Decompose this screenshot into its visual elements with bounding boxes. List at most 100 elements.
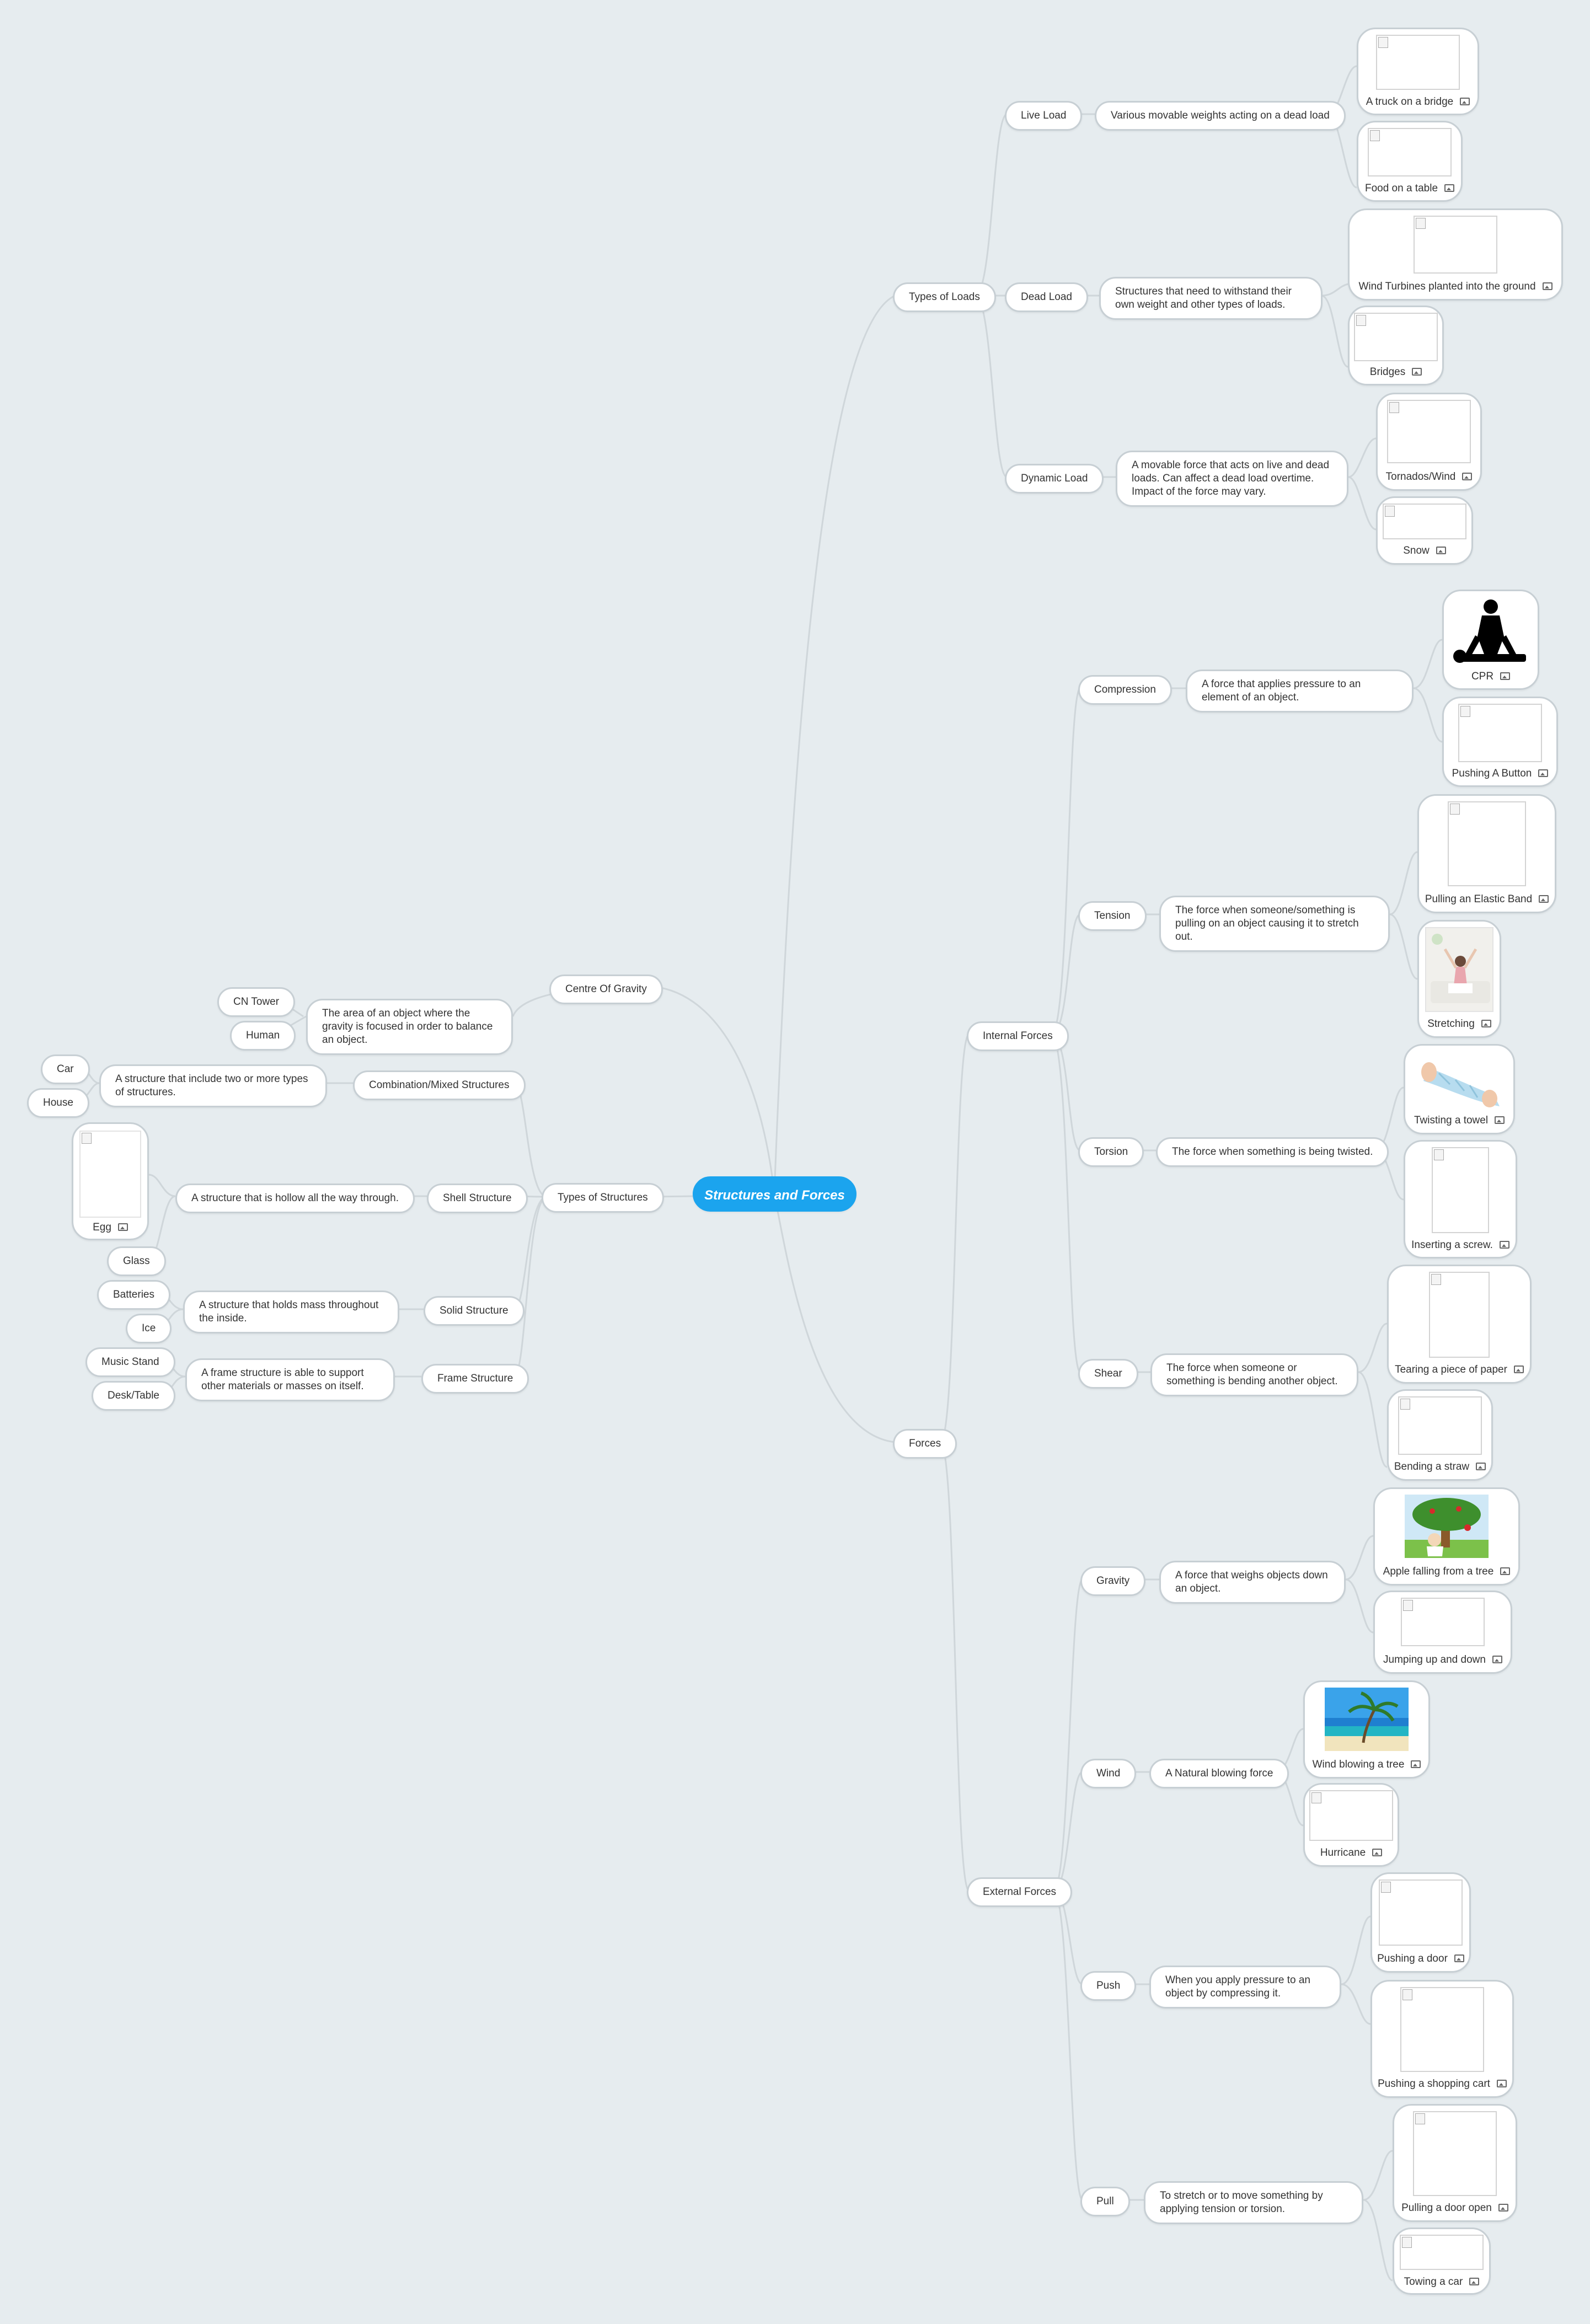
food-image	[1368, 128, 1452, 176]
image-card-jumping[interactable]: Jumping up and down	[1373, 1591, 1512, 1674]
image-card-hurricane[interactable]: Hurricane	[1303, 1783, 1399, 1867]
push[interactable]: Push	[1080, 1971, 1137, 2001]
caption: Wind blowing a tree	[1312, 1759, 1405, 1770]
image-card-shopping-cart[interactable]: Pushing a shopping cart	[1370, 1980, 1514, 2098]
stretching-image	[1425, 927, 1493, 1012]
caption: A truck on a bridge	[1366, 96, 1454, 108]
screw-image	[1432, 1147, 1489, 1233]
image-card-tornados[interactable]: Tornados/Wind	[1376, 393, 1482, 491]
combination-structure-description[interactable]: A structure that include two or more typ…	[99, 1064, 327, 1107]
image-icon	[1476, 1462, 1486, 1470]
image-icon	[1411, 1760, 1421, 1768]
image-icon	[1444, 184, 1455, 192]
image-icon	[1496, 2079, 1507, 2087]
example-glass[interactable]: Glass	[107, 1246, 166, 1276]
caption: Towing a car	[1404, 2276, 1463, 2288]
shear-description[interactable]: The force when someone or something is b…	[1150, 1353, 1358, 1396]
example-ice[interactable]: Ice	[126, 1314, 172, 1343]
image-card-apple-tree[interactable]: Apple falling from a tree	[1373, 1487, 1520, 1586]
image-card-truck-on-bridge[interactable]: A truck on a bridge	[1357, 28, 1479, 115]
image-card-egg[interactable]: Egg	[72, 1122, 149, 1240]
example-batteries[interactable]: Batteries	[97, 1280, 170, 1310]
caption: Tearing a piece of paper	[1395, 1364, 1507, 1375]
live-load-description[interactable]: Various movable weights acting on a dead…	[1095, 101, 1346, 131]
tension-description[interactable]: The force when someone/something is pull…	[1159, 896, 1390, 952]
caption: Apple falling from a tree	[1383, 1566, 1494, 1577]
towel-image	[1417, 1051, 1502, 1111]
compression-description[interactable]: A force that applies pressure to an elem…	[1186, 670, 1414, 713]
elastic-band-image	[1448, 801, 1526, 886]
apple-tree-image	[1405, 1495, 1489, 1558]
shear[interactable]: Shear	[1078, 1359, 1138, 1389]
solid-structure[interactable]: Solid Structure	[424, 1296, 524, 1326]
example-cn-tower[interactable]: CN Tower	[217, 987, 296, 1017]
topic-forces[interactable]: Forces	[893, 1429, 957, 1459]
caption: Bending a straw	[1394, 1461, 1470, 1472]
tension[interactable]: Tension	[1078, 901, 1147, 931]
stretching-photo	[1426, 928, 1492, 1011]
hurricane-image	[1309, 1790, 1393, 1841]
dead-load[interactable]: Dead Load	[1005, 282, 1088, 312]
image-card-inserting-screw[interactable]: Inserting a screw.	[1404, 1140, 1517, 1259]
wind-turbines-image	[1414, 216, 1497, 274]
example-car[interactable]: Car	[41, 1054, 90, 1084]
image-icon	[1538, 769, 1549, 777]
image-icon	[1513, 1365, 1524, 1373]
gravity[interactable]: Gravity	[1080, 1566, 1146, 1596]
example-human[interactable]: Human	[230, 1021, 296, 1051]
example-desk-table[interactable]: Desk/Table	[92, 1381, 175, 1411]
image-card-pushing-button[interactable]: Pushing A Button	[1442, 697, 1558, 787]
internal-forces[interactable]: Internal Forces	[967, 1021, 1069, 1051]
caption: Stretching	[1427, 1018, 1475, 1030]
torsion-description[interactable]: The force when something is being twiste…	[1156, 1137, 1389, 1167]
solid-structure-description[interactable]: A structure that holds mass throughout t…	[183, 1290, 399, 1334]
example-house[interactable]: House	[27, 1088, 89, 1118]
dead-load-description[interactable]: Structures that need to withstand their …	[1099, 277, 1323, 320]
image-card-pushing-door[interactable]: Pushing a door	[1370, 1872, 1471, 1973]
image-card-cpr[interactable]: CPR	[1442, 590, 1539, 690]
pull-description[interactable]: To stretch or to move something by apply…	[1144, 2181, 1363, 2224]
topic-types-of-structures[interactable]: Types of Structures	[542, 1183, 664, 1213]
image-card-twisting-towel[interactable]: Twisting a towel	[1404, 1044, 1515, 1134]
example-music-stand[interactable]: Music Stand	[85, 1347, 175, 1377]
image-card-elastic-band[interactable]: Pulling an Elastic Band	[1417, 794, 1556, 913]
external-forces[interactable]: External Forces	[967, 1877, 1073, 1907]
image-card-wind-tree[interactable]: Wind blowing a tree	[1303, 1680, 1430, 1779]
dynamic-load-description[interactable]: A movable force that acts on live and de…	[1116, 451, 1348, 507]
gravity-description[interactable]: A force that weighs objects down an obje…	[1159, 1561, 1346, 1604]
compression[interactable]: Compression	[1078, 675, 1172, 705]
tornado-image	[1387, 400, 1471, 463]
dynamic-load[interactable]: Dynamic Load	[1005, 464, 1104, 494]
straw-image	[1398, 1396, 1482, 1455]
push-description[interactable]: When you apply pressure to an object by …	[1149, 1966, 1341, 2009]
image-icon	[1372, 1848, 1383, 1856]
image-card-towing-car[interactable]: Towing a car	[1393, 2227, 1491, 2295]
caption: Pulling a door open	[1401, 2202, 1492, 2214]
wind-description[interactable]: A Natural blowing force	[1149, 1759, 1289, 1788]
frame-structure[interactable]: Frame Structure	[421, 1364, 529, 1394]
image-card-snow[interactable]: Snow	[1376, 496, 1473, 565]
image-icon	[1498, 2203, 1508, 2211]
image-card-wind-turbines[interactable]: Wind Turbines planted into the ground	[1348, 208, 1563, 301]
shell-structure-description[interactable]: A structure that is hollow all the way t…	[175, 1184, 415, 1213]
combination-structure[interactable]: Combination/Mixed Structures	[353, 1070, 526, 1100]
topic-types-of-loads[interactable]: Types of Loads	[893, 282, 996, 312]
centre-of-gravity-description[interactable]: The area of an object where the gravity …	[306, 999, 513, 1055]
image-card-food-on-table[interactable]: Food on a table	[1357, 121, 1463, 202]
caption: Hurricane	[1320, 1847, 1366, 1859]
image-card-pulling-door[interactable]: Pulling a door open	[1393, 2104, 1517, 2222]
shell-structure[interactable]: Shell Structure	[427, 1184, 528, 1213]
live-load[interactable]: Live Load	[1005, 101, 1083, 131]
image-card-bending-straw[interactable]: Bending a straw	[1387, 1389, 1493, 1481]
wind-tree-image	[1325, 1688, 1409, 1751]
image-card-bridges[interactable]: Bridges	[1348, 306, 1444, 385]
image-card-stretching[interactable]: Stretching	[1417, 920, 1501, 1038]
wind[interactable]: Wind	[1080, 1759, 1137, 1788]
caption: Jumping up and down	[1383, 1654, 1486, 1666]
torsion[interactable]: Torsion	[1078, 1137, 1144, 1167]
topic-centre-of-gravity[interactable]: Centre Of Gravity	[549, 974, 663, 1004]
pull[interactable]: Pull	[1080, 2187, 1130, 2216]
frame-structure-description[interactable]: A frame structure is able to support oth…	[185, 1358, 395, 1401]
root-topic[interactable]: Structures and Forces	[693, 1176, 856, 1212]
image-card-tearing-paper[interactable]: Tearing a piece of paper	[1387, 1265, 1532, 1384]
